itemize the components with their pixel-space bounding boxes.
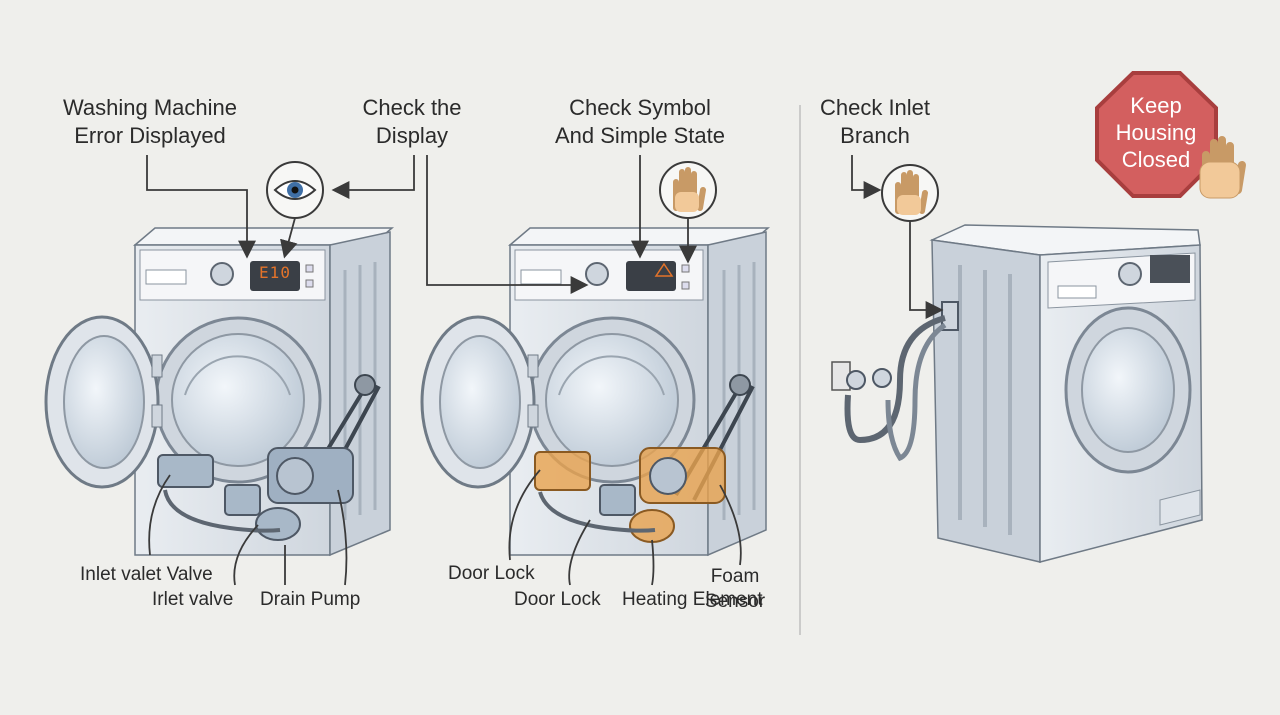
label-error-displayed: Washing Machine Error Displayed: [62, 95, 238, 148]
warning-icon: [654, 262, 674, 277]
open-door-1: [44, 315, 163, 489]
heating-element-component: [639, 447, 726, 504]
label-check-inlet: Check Inlet Branch: [819, 95, 931, 148]
error-code: E10: [259, 263, 291, 282]
label-check-display: Check the Display: [362, 95, 462, 148]
label-irlet-valve: Irlet valve: [152, 589, 234, 610]
hand-icon: [659, 161, 717, 219]
label-door-lock-1: Door Lock: [448, 563, 535, 584]
washing-machine-3: [831, 224, 1203, 563]
label-foam-sensor: Foam Sensor: [704, 566, 766, 612]
drain-pump-component: [267, 447, 354, 504]
eye-icon: [266, 161, 324, 219]
label-door-lock-2: Door Lock: [514, 589, 601, 610]
washing-machine-2: [420, 227, 771, 557]
stop-sign-text: Keep Housing Closed: [1115, 93, 1197, 172]
inlet-valve-component: [157, 454, 301, 541]
connector-lines: [146, 155, 944, 586]
hand-icon: [881, 164, 939, 222]
inlet-branch: [831, 301, 959, 462]
label-heating-element: Heating Element: [622, 589, 763, 610]
display-2: [626, 261, 676, 291]
door-lock-component: [534, 451, 675, 543]
hand-icon: [1199, 136, 1246, 199]
error-display-1: [250, 261, 300, 291]
label-check-symbol: Check Symbol And Simple State: [555, 95, 725, 148]
washing-machine-1: [44, 227, 395, 557]
stop-sign-icon: [1095, 71, 1218, 198]
label-inlet-valet-valve: Inlet valet Valve: [80, 564, 213, 585]
label-drain-pump: Drain Pump: [260, 589, 361, 610]
open-door-2: [420, 315, 539, 489]
